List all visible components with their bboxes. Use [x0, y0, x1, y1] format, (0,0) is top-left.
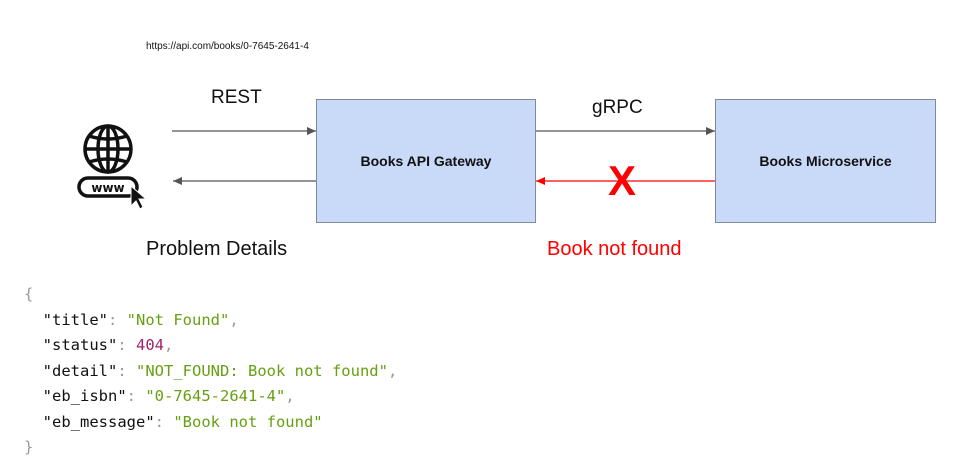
json-field: "title": "Not Found",	[42, 310, 239, 329]
rest-label: REST	[211, 87, 262, 108]
www-globe-cursor-icon: www	[77, 124, 148, 210]
json-field: "eb_isbn": "0-7645-2641-4",	[42, 387, 295, 405]
grpc-label: gRPC	[592, 97, 643, 118]
json-field: "status": 404,	[42, 336, 174, 354]
request-url: https://api.com/books/0-7645-2641-4	[146, 41, 309, 52]
book-not-found-caption: Book not found	[547, 238, 682, 260]
svg-text:www: www	[91, 181, 124, 195]
json-field: "detail": "NOT_FOUND: Book not found",	[42, 361, 398, 380]
json-response: { "title": "Not Found", "status": 404, "…	[24, 282, 397, 461]
microservice-label: Books Microservice	[759, 153, 892, 169]
gateway-box: Books API Gateway	[316, 99, 536, 223]
microservice-box: Books Microservice	[715, 99, 936, 223]
json-close-brace: }	[24, 438, 34, 456]
json-open-brace: {	[24, 285, 34, 303]
json-field: "eb_message": "Book not found"	[42, 412, 323, 431]
error-x-mark: X	[608, 157, 637, 204]
gateway-label: Books API Gateway	[360, 153, 492, 169]
problem-details-caption: Problem Details	[146, 238, 288, 260]
